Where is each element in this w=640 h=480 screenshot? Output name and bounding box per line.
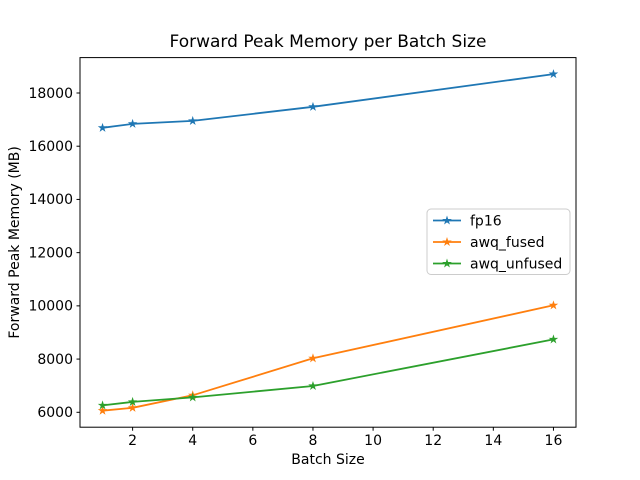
x-tick-label: 14 [484, 433, 502, 449]
x-tick-label: 12 [424, 433, 442, 449]
series-marker-awq_unfused [127, 396, 138, 406]
legend-layer: fp16 awq_fused awq_unfused [426, 208, 571, 275]
series-marker-awq_fused [308, 353, 318, 363]
series-layer [97, 69, 559, 415]
y-tick-label: 8000 [37, 352, 73, 368]
series-marker-awq_fused [127, 402, 138, 412]
legend-label-awq_unfused: awq_unfused [470, 256, 562, 272]
x-tick-label: 10 [364, 433, 382, 449]
y-tick-label: 12000 [28, 245, 73, 261]
y-axis-label: Forward Peak Memory (MB) [7, 146, 23, 338]
series-marker-fp16 [308, 101, 318, 111]
y-tick-label: 14000 [28, 192, 73, 208]
x-tick-label: 8 [309, 433, 318, 449]
series-line-fp16 [102, 73, 554, 129]
series-marker-fp16 [187, 115, 198, 125]
x-tick-label: 16 [545, 433, 563, 449]
series-marker-awq_unfused [187, 392, 198, 402]
legend-box [426, 208, 571, 275]
series-marker-awq_unfused [97, 400, 108, 410]
legend-label-fp16: fp16 [470, 213, 502, 229]
x-tick-label: 4 [188, 433, 197, 449]
legend-marker [442, 237, 452, 247]
series-line-awq_fused [102, 304, 554, 412]
series-marker-awq_unfused [308, 380, 318, 390]
y-tick-label: 16000 [28, 139, 73, 155]
legend-marker [442, 215, 452, 225]
x-tick-label: 6 [248, 433, 257, 449]
series-marker-fp16 [548, 69, 559, 79]
y-tick-label: 6000 [37, 405, 73, 421]
series-marker-awq_unfused [548, 334, 559, 344]
legend-label-awq_fused: awq_fused [470, 235, 545, 251]
series-marker-fp16 [97, 122, 108, 132]
series-marker-awq_fused [97, 405, 108, 415]
axes-layer: 2 4 6 8 10 12 14 16 6000 8000 10000 12000 14000 16000… [28, 57, 577, 449]
y-tick-label: 10000 [28, 299, 73, 315]
series-marker-fp16 [127, 118, 138, 128]
series-marker-awq_fused [548, 300, 559, 310]
chart-title: Forward Peak Memory per Batch Size [170, 32, 487, 52]
axes-frame [79, 57, 577, 428]
series-line-awq_unfused [102, 338, 554, 407]
x-axis-label: Batch Size [291, 452, 364, 468]
x-tick-label: 2 [128, 433, 137, 449]
y-tick-label: 18000 [28, 86, 73, 102]
legend-marker [442, 258, 452, 268]
